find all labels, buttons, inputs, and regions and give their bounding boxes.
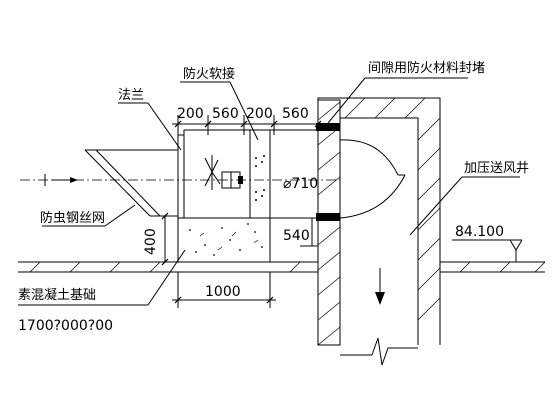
- dim-200-b: 200: [246, 106, 273, 122]
- dim-560-b: 560: [282, 106, 309, 122]
- dim-560-a: 560: [212, 106, 239, 122]
- concrete-base: [177, 217, 271, 263]
- dim-200-a: 200: [177, 106, 204, 122]
- down-arrow-icon: [375, 268, 385, 305]
- label-gap-seal: 间隙用防火材料封堵: [368, 60, 485, 76]
- wall-dimension-lines: [300, 218, 318, 247]
- label-flange: 法兰: [118, 88, 144, 103]
- duct-assembly: [20, 129, 406, 219]
- label-insect-mesh: 防虫钢丝网: [40, 210, 105, 226]
- top-dimension-chain: [172, 115, 330, 135]
- dim-1000: 1000: [205, 284, 241, 300]
- dim-1000-line: [172, 272, 276, 308]
- label-pressurized-shaft: 加压送风井: [464, 161, 529, 176]
- dim-540: 540: [283, 228, 310, 244]
- ground-line: [18, 261, 546, 273]
- elevation-value: 84.100: [455, 224, 504, 240]
- elevation-marker: [452, 239, 523, 262]
- leader-lines: [18, 77, 520, 306]
- label-fire-soft-joint: 防火软接: [183, 66, 235, 82]
- fire-seal-blocks: [316, 123, 340, 221]
- label-base-size: 1700?000?00: [18, 318, 113, 334]
- label-concrete-base: 素混凝土基础: [18, 287, 96, 303]
- dim-diameter: ⌀710: [283, 176, 318, 192]
- dim-400: 400: [143, 228, 159, 255]
- dim-400-line: [158, 212, 178, 266]
- shaft-walls: [317, 97, 441, 366]
